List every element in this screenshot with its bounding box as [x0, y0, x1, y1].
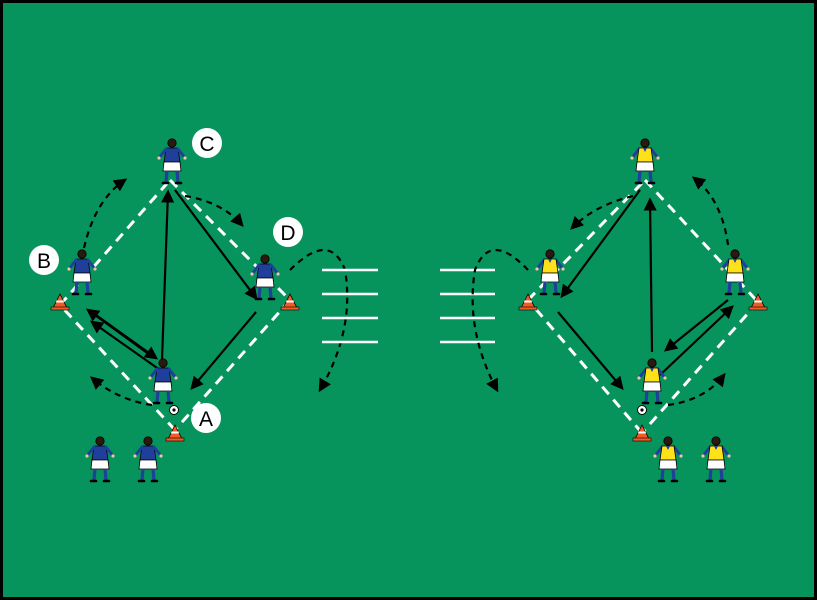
label-d-text: D: [280, 222, 295, 245]
label-a-text: A: [199, 408, 213, 431]
label-d: D: [273, 217, 303, 247]
right-ball: [637, 405, 647, 415]
right-line-markers: [440, 268, 495, 344]
right-grid: [471, 137, 768, 483]
pitch-surface: [3, 3, 814, 597]
label-c: C: [192, 128, 222, 158]
label-b: B: [29, 245, 59, 275]
label-a: A: [191, 403, 221, 433]
label-b-text: B: [37, 250, 51, 273]
right-pass-arrows: [557, 189, 734, 391]
left-line-markers: [322, 268, 378, 344]
left-pass-arrows: [85, 189, 258, 391]
left-ball: [169, 405, 179, 415]
right-run-arrows: [471, 176, 730, 407]
label-c-text: C: [199, 133, 214, 156]
